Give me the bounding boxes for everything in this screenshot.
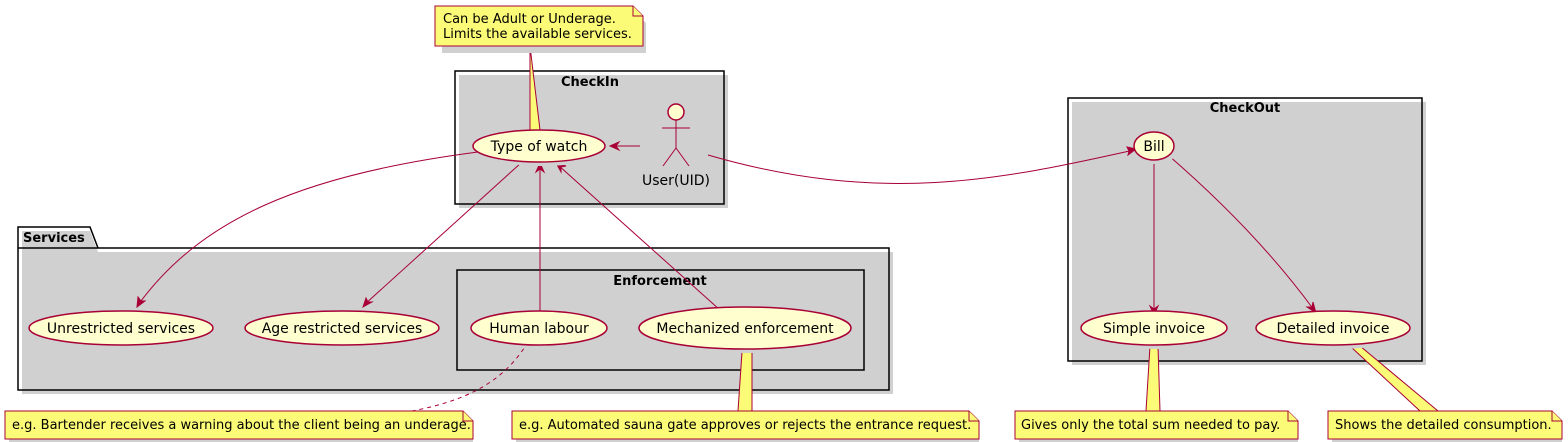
edge-human-note	[411, 341, 529, 412]
usecase-detailed-invoice[interactable]: Detailed invoice	[1255, 310, 1413, 349]
type-note-line-1: Can be Adult or Underage.	[443, 12, 616, 27]
usecase-unrestricted-services[interactable]: Unrestricted services	[28, 310, 216, 349]
usecase-human-labour-label: Human labour	[489, 321, 589, 337]
usecase-mechanized-label: Mechanized enforcement	[656, 321, 834, 337]
services-package-title: Services	[23, 231, 85, 246]
checkout-package-title: CheckOut	[1210, 101, 1280, 116]
edge-type-unrestricted	[137, 151, 479, 306]
usecase-bill[interactable]: Bill	[1133, 131, 1177, 164]
usecase-age-restricted-label: Age restricted services	[262, 321, 423, 337]
actor-label: User(UID)	[642, 173, 710, 189]
simple-note-text: Gives only the total sum needed to pay.	[1021, 418, 1280, 433]
edge-mech-type	[557, 164, 721, 311]
detailed-note-text: Shows the detailed consumption.	[1335, 418, 1552, 433]
usecase-human-labour[interactable]: Human labour	[470, 310, 610, 349]
edge-actor-bill	[707, 149, 1135, 184]
usecase-type-of-watch[interactable]: Type of watch	[472, 129, 608, 166]
type-of-watch-note: Can be Adult or Underage. Limits the ava…	[434, 5, 646, 131]
actor-figure-icon	[662, 103, 690, 167]
simple-invoice-note: Gives only the total sum needed to pay.	[1014, 345, 1299, 442]
enforcement-package-title: Enforcement	[613, 274, 707, 289]
usecase-age-restricted-services[interactable]: Age restricted services	[244, 310, 442, 349]
edge-bill-detailed	[1167, 154, 1315, 311]
usecase-simple-invoice-label: Simple invoice	[1103, 321, 1205, 337]
user-actor[interactable]: User(UID)	[642, 103, 710, 189]
human-labour-note: e.g. Bartender receives a warning about …	[4, 410, 474, 442]
mechanized-note: e.g. Automated sauna gate approves or re…	[511, 351, 980, 442]
mech-note-text: e.g. Automated sauna gate approves or re…	[519, 418, 971, 433]
detailed-invoice-note: Shows the detailed consumption.	[1327, 345, 1563, 442]
usecase-type-of-watch-label: Type of watch	[490, 139, 588, 155]
usecase-detailed-invoice-label: Detailed invoice	[1276, 321, 1389, 337]
usecase-mechanized-enforcement[interactable]: Mechanized enforcement	[638, 306, 854, 353]
checkin-package-title: CheckIn	[561, 75, 619, 90]
usecase-simple-invoice[interactable]: Simple invoice	[1080, 310, 1230, 349]
human-note-text: e.g. Bartender receives a warning about …	[12, 418, 471, 433]
usecase-unrestricted-label: Unrestricted services	[47, 321, 195, 337]
edge-type-agerestricted	[363, 161, 523, 306]
type-note-line-2: Limits the available services.	[443, 27, 632, 42]
usecase-bill-label: Bill	[1143, 139, 1164, 155]
